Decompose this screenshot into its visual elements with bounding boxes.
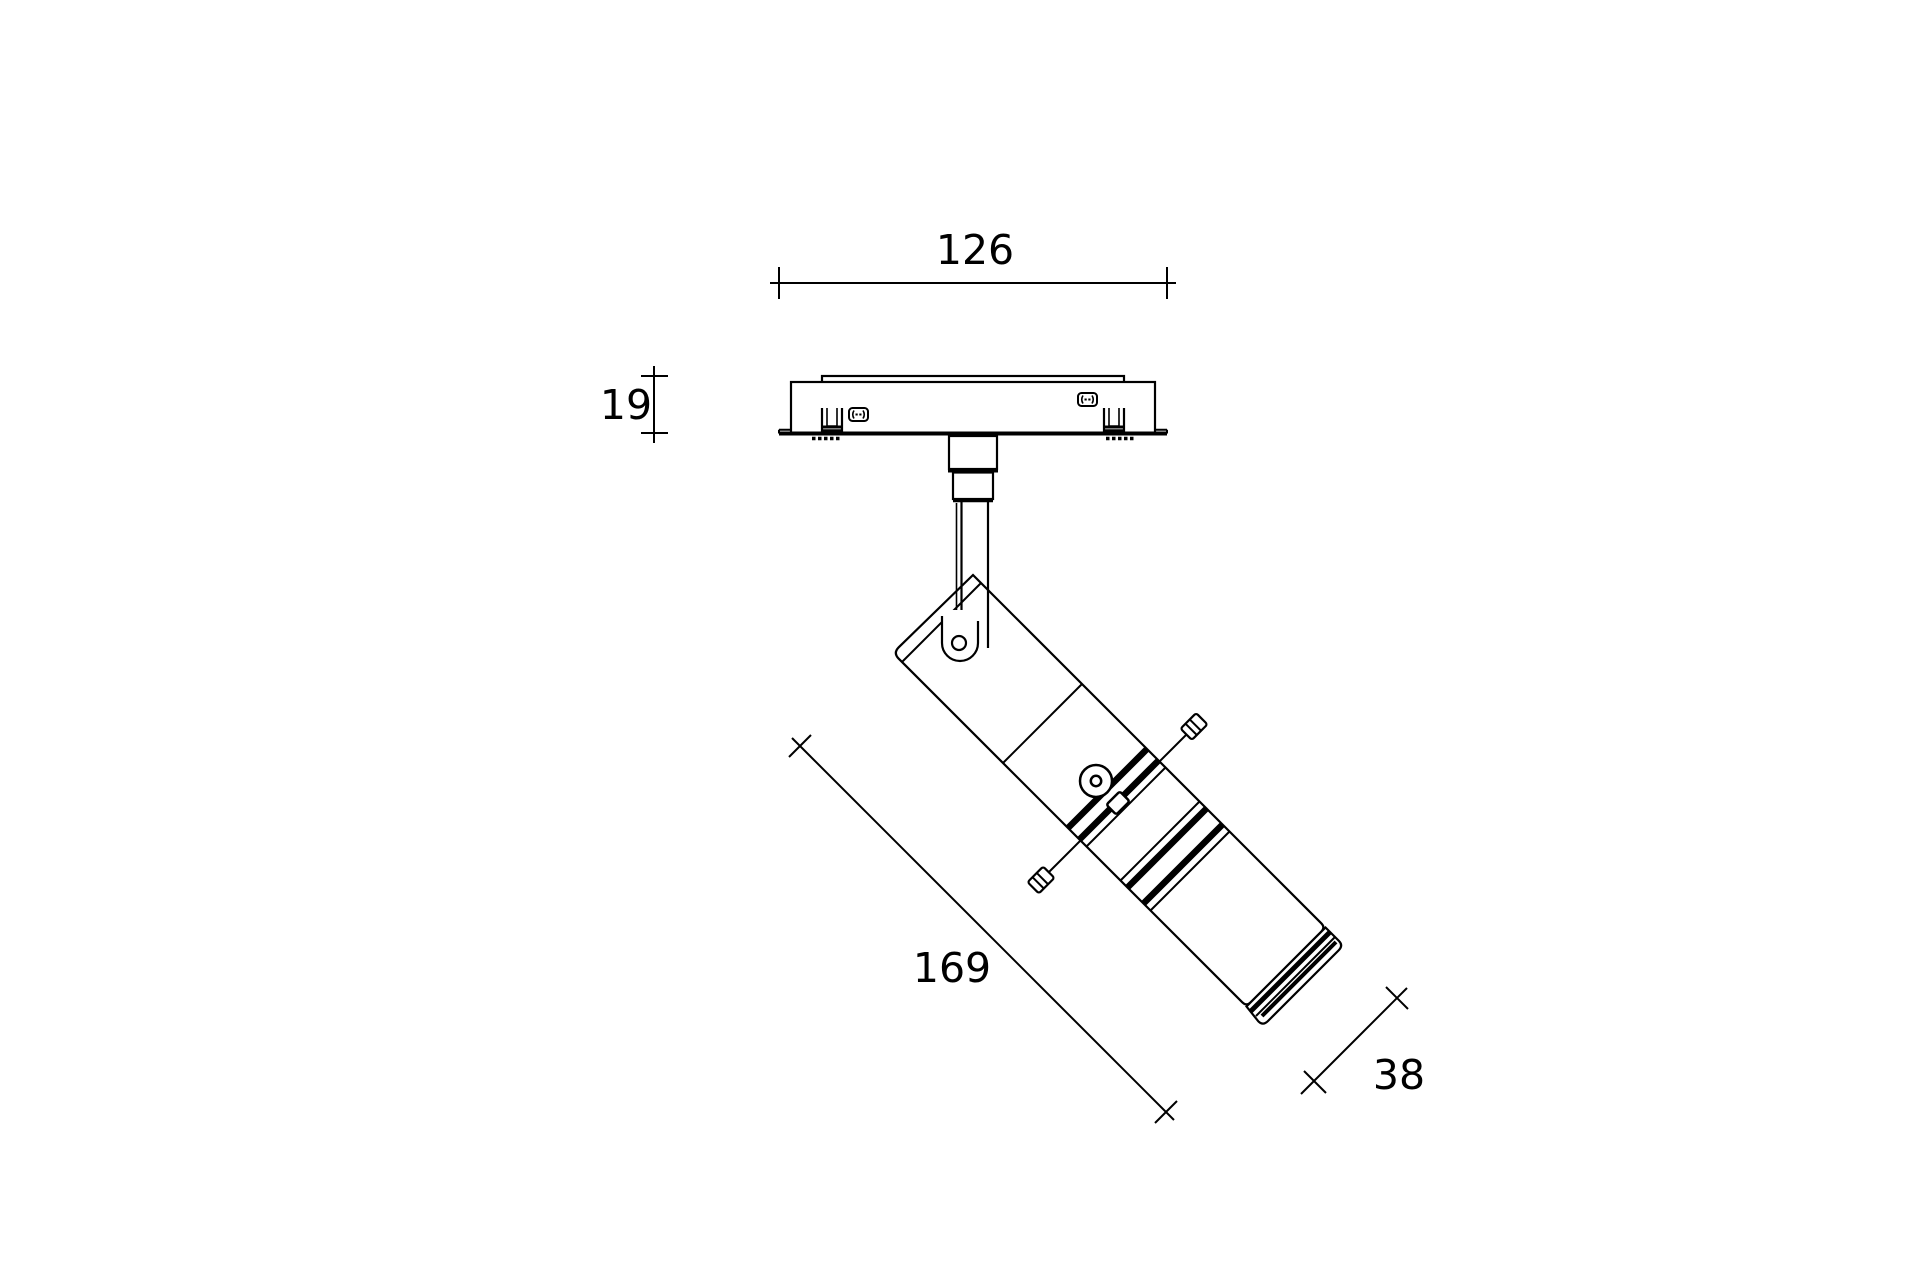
left-spring-clip <box>812 408 844 441</box>
pivot-hole <box>950 634 968 652</box>
barrel-rings <box>1065 746 1231 912</box>
dim-ticks-19 <box>641 375 668 434</box>
left-screw-icon <box>848 407 869 422</box>
stem-upper-block <box>947 434 999 471</box>
dim-line-169 <box>791 737 1175 1121</box>
dimension-body-diameter: 38 <box>1300 986 1425 1099</box>
stem-assembly <box>940 434 999 663</box>
screw-top-knurl <box>1180 713 1208 740</box>
knob-inner <box>1089 774 1103 788</box>
dimension-plate-width: 126 <box>770 226 1176 299</box>
plate-body <box>789 380 1157 436</box>
yoke-outline <box>940 616 980 663</box>
dim-ticks-38 <box>1303 986 1409 1094</box>
dim-ticks-126 <box>778 267 1168 299</box>
right-spring-clip <box>1102 408 1134 441</box>
stem-collar <box>951 471 995 501</box>
dim-label-body-diameter: 38 <box>1373 1051 1425 1099</box>
adjustment-screw <box>1027 713 1208 894</box>
screw-bottom-knurl <box>1027 866 1055 894</box>
pivot-yoke <box>940 610 980 663</box>
mounting-plate <box>778 374 1168 441</box>
adjustment-knob <box>1078 763 1114 799</box>
dim-label-plate-width: 126 <box>936 226 1014 274</box>
front-bezel <box>1245 925 1343 1025</box>
plate-left-flange <box>778 428 791 434</box>
screw-mid-nut <box>1106 791 1130 815</box>
dim-label-plate-height: 19 <box>600 381 652 429</box>
dim-line-38 <box>1300 987 1408 1095</box>
dim-label-body-length: 169 <box>913 944 991 992</box>
plate-right-flange <box>1155 428 1168 434</box>
right-screw-icon <box>1077 392 1098 407</box>
dimension-body-length: 169 <box>788 734 1178 1124</box>
dim-ticks-169 <box>788 734 1178 1124</box>
barrel-seam <box>1002 683 1083 764</box>
dimension-plate-height: 19 <box>600 366 668 443</box>
